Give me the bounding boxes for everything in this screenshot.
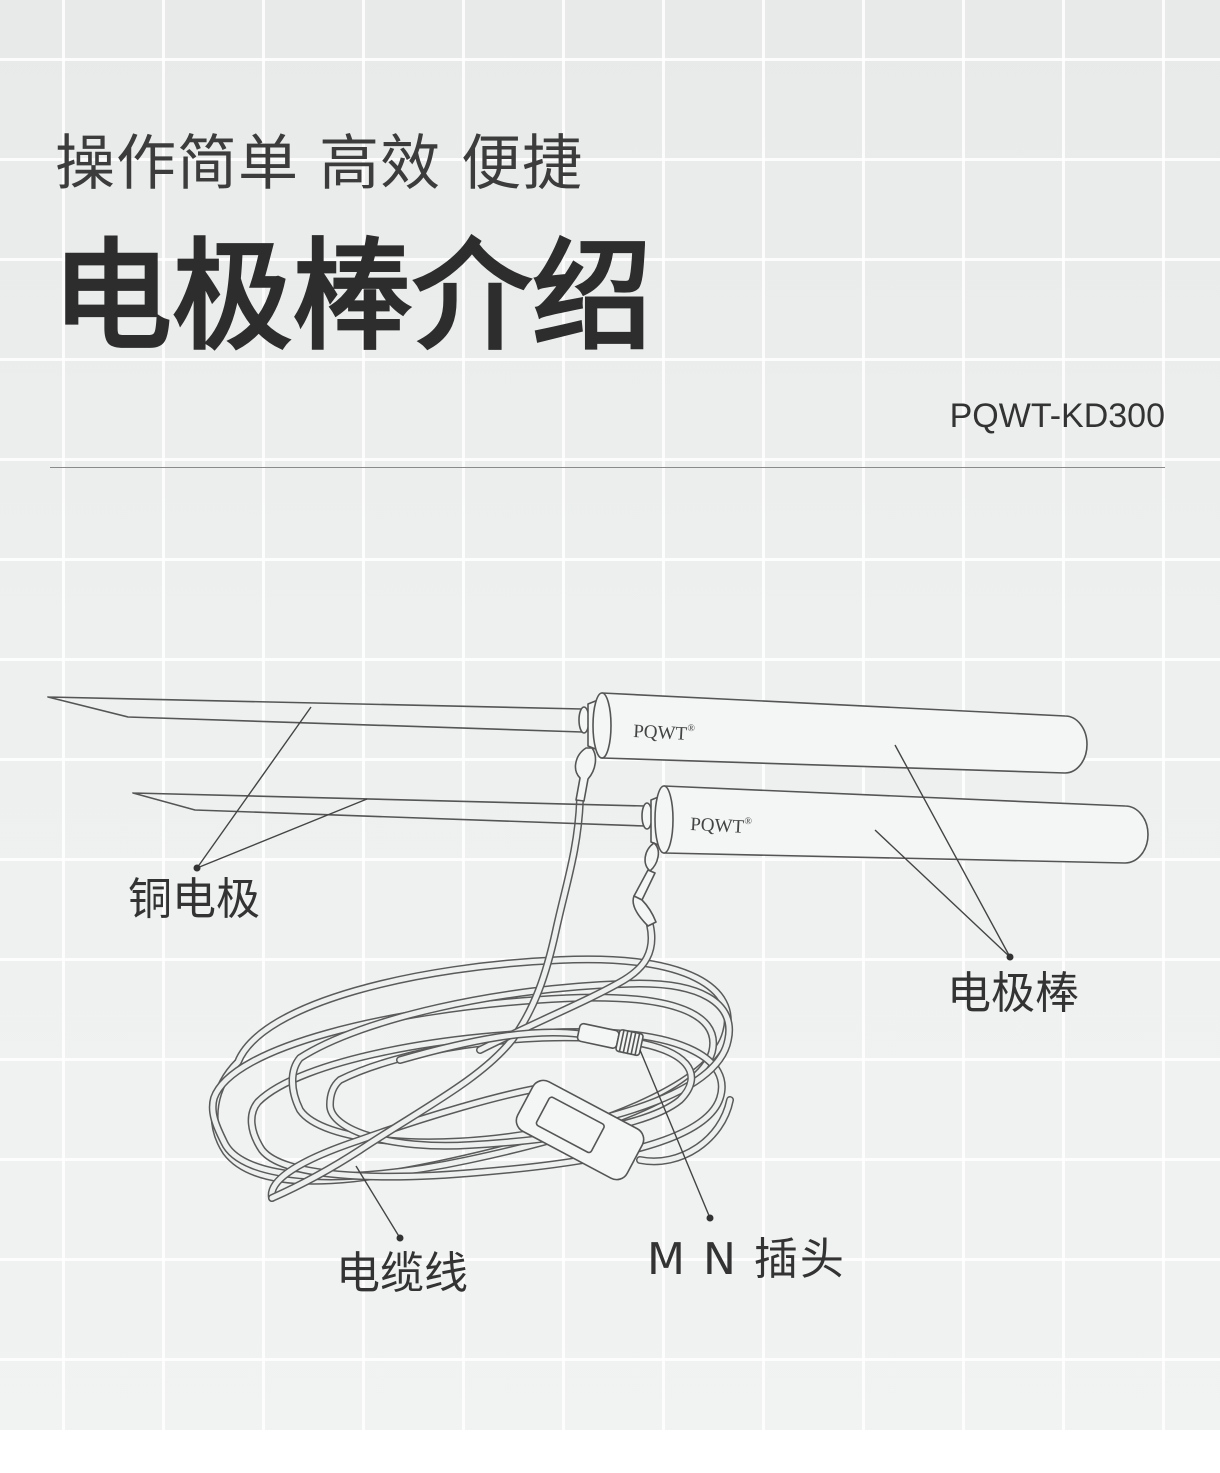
coil-tail-fill [269, 1085, 543, 1201]
label-copper-electrode: 铜电极 [128, 874, 260, 925]
rod-brand-1: PQWT® [633, 720, 696, 745]
ring-terminal-2 [644, 842, 660, 872]
leader-mn-plug [639, 1049, 714, 1222]
cable-2-fill [477, 922, 654, 1053]
electrode-rod-2: PQWT® [132, 785, 1149, 927]
leader-cable [355, 1165, 404, 1242]
box-cable-fill [637, 1097, 733, 1164]
coil-loop-fill [290, 981, 732, 1145]
rod-brand-mark-1: ® [687, 723, 696, 734]
inline-box [515, 1079, 645, 1181]
rod-cables [268, 796, 734, 1202]
model-number: PQWT-KD300 [949, 397, 1165, 435]
electrode-rod-1: PQWT® [47, 692, 1088, 802]
mn-plug [576, 1022, 644, 1057]
rod-handle-2 [663, 785, 1149, 864]
page-subtitle: 操作简单 高效 便捷 [55, 129, 584, 199]
mn-plug-ribs [618, 1029, 641, 1056]
leader-dot [396, 1234, 404, 1242]
coil-loop-fill [249, 1029, 725, 1180]
leader-dot [1006, 953, 1014, 961]
crimp-2 [633, 869, 656, 901]
leader-line [874, 744, 1011, 958]
rod-brand-text-2: PQWT [690, 814, 745, 838]
label-electrode-rod: 电极棒 [947, 968, 1079, 1019]
copper-spike-1 [47, 696, 583, 733]
label-mn-plug: M N 插头 [647, 1234, 846, 1285]
bottom-strip [0, 1430, 1220, 1473]
rod-handle-1 [601, 692, 1088, 774]
copper-spike-2 [132, 792, 646, 827]
label-cable: 电缆线 [336, 1248, 468, 1299]
plug-cable-fill [397, 1030, 583, 1063]
cable-1-fill [269, 797, 583, 1201]
leader-dot [706, 1214, 714, 1222]
leader-copper-electrode [193, 706, 368, 872]
inline-box-window [535, 1096, 605, 1154]
rod-handle-end-1 [592, 692, 612, 759]
rod-brand-text-1: PQWT [633, 721, 688, 745]
leader-dot [193, 864, 201, 872]
inline-box-body [515, 1079, 645, 1181]
mn-plug-body [576, 1022, 620, 1049]
leader-line [355, 1165, 401, 1239]
header-divider [50, 467, 1165, 468]
leader-electrode-rod [874, 744, 1014, 961]
leader-line [639, 1049, 711, 1219]
rod-brand-2: PQWT® [690, 813, 753, 838]
ring-terminal-1 [574, 747, 597, 802]
rod-brand-mark-2: ® [744, 816, 753, 827]
rod-handle-end-2 [654, 785, 674, 854]
page-title: 电极棒介绍 [52, 228, 652, 367]
heat-shrink-2 [632, 895, 657, 927]
leader-line [196, 706, 368, 869]
